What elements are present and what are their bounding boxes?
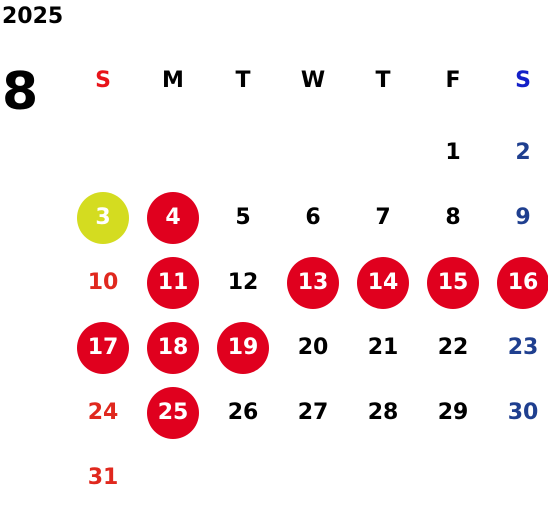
day-cell[interactable]: 12 — [208, 250, 278, 315]
weekday-label: S — [515, 68, 531, 93]
highlighted-day: 3 — [77, 191, 129, 244]
day-cell[interactable]: 7 — [348, 185, 418, 250]
day-cell[interactable]: 17 — [68, 315, 138, 380]
day-number: 20 — [297, 335, 329, 360]
day-cell[interactable]: 22 — [418, 315, 488, 380]
day-number: 28 — [367, 400, 399, 425]
day-cell[interactable]: 21 — [348, 315, 418, 380]
day-cell[interactable]: 29 — [418, 380, 488, 445]
empty-cell — [348, 120, 418, 185]
day-number: 21 — [367, 335, 399, 360]
day-cell[interactable]: 24 — [68, 380, 138, 445]
day-number: 22 — [437, 335, 469, 360]
day-cell[interactable]: 8 — [418, 185, 488, 250]
day-number: 1 — [445, 140, 461, 165]
month-label: 8 — [2, 62, 39, 122]
empty-cell — [208, 120, 278, 185]
day-cell[interactable]: 5 — [208, 185, 278, 250]
day-cell[interactable]: 9 — [488, 185, 548, 250]
day-cell[interactable]: 16 — [488, 250, 548, 315]
highlighted-day: 13 — [287, 256, 339, 309]
day-number: 24 — [87, 400, 119, 425]
day-cell[interactable]: 2 — [488, 120, 548, 185]
empty-cell — [138, 120, 208, 185]
day-number: 7 — [375, 205, 391, 230]
day-number: 9 — [515, 205, 531, 230]
highlighted-day: 15 — [427, 256, 479, 309]
highlighted-day: 16 — [497, 256, 548, 309]
highlighted-day: 14 — [357, 256, 409, 309]
day-cell[interactable]: 23 — [488, 315, 548, 380]
day-cell[interactable]: 6 — [278, 185, 348, 250]
day-number: 8 — [445, 205, 461, 230]
day-cell[interactable]: 3 — [68, 185, 138, 250]
day-number: 29 — [437, 400, 469, 425]
day-cell[interactable]: 31 — [68, 445, 138, 510]
day-cell[interactable]: 14 — [348, 250, 418, 315]
day-cell[interactable]: 10 — [68, 250, 138, 315]
weekday-label: T — [235, 68, 251, 93]
day-cell[interactable]: 26 — [208, 380, 278, 445]
highlighted-day: 19 — [217, 321, 269, 374]
day-cell[interactable]: 15 — [418, 250, 488, 315]
day-number: 5 — [235, 205, 251, 230]
day-number: 26 — [227, 400, 259, 425]
highlighted-day: 18 — [147, 321, 199, 374]
weekday-label: T — [375, 68, 391, 93]
highlighted-day: 17 — [77, 321, 129, 374]
day-number: 23 — [507, 335, 539, 360]
weekday-label: S — [95, 68, 111, 93]
highlighted-day: 11 — [147, 256, 199, 309]
day-cell[interactable]: 27 — [278, 380, 348, 445]
day-cell[interactable]: 28 — [348, 380, 418, 445]
day-cell[interactable]: 19 — [208, 315, 278, 380]
highlighted-day: 4 — [147, 191, 199, 244]
day-number: 6 — [305, 205, 321, 230]
day-number: 10 — [87, 270, 119, 295]
weekday-label: M — [162, 68, 184, 93]
day-cell[interactable]: 13 — [278, 250, 348, 315]
day-cell[interactable]: 11 — [138, 250, 208, 315]
day-number: 31 — [87, 465, 119, 490]
weekday-label: F — [445, 68, 461, 93]
day-cell[interactable]: 25 — [138, 380, 208, 445]
day-number: 30 — [507, 400, 539, 425]
day-cell[interactable]: 20 — [278, 315, 348, 380]
highlighted-day: 25 — [147, 386, 199, 439]
empty-cell — [278, 120, 348, 185]
weekday-label: W — [300, 68, 326, 93]
empty-cell — [68, 120, 138, 185]
day-cell[interactable]: 18 — [138, 315, 208, 380]
day-number: 27 — [297, 400, 329, 425]
day-cell[interactable]: 4 — [138, 185, 208, 250]
day-number: 2 — [515, 140, 531, 165]
year-label: 2025 — [2, 4, 64, 29]
day-cell[interactable]: 30 — [488, 380, 548, 445]
day-number: 12 — [227, 270, 259, 295]
day-cell[interactable]: 1 — [418, 120, 488, 185]
